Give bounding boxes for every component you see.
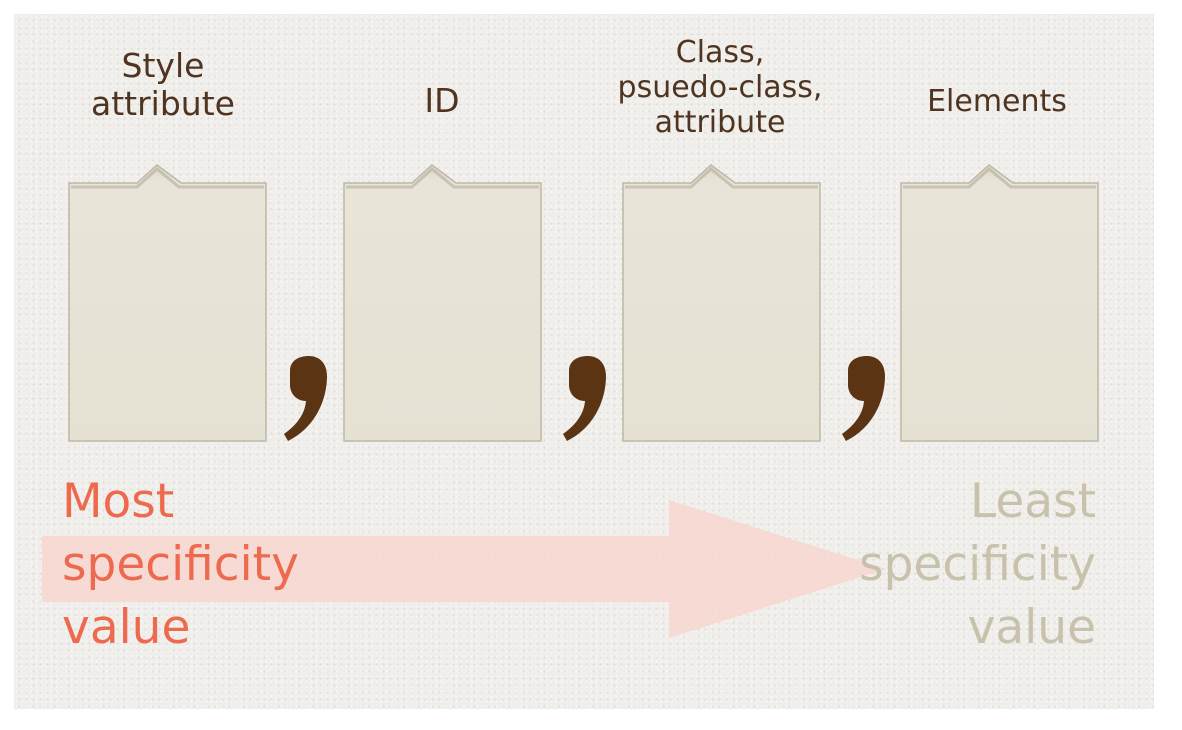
- comma-separator-3: [834, 349, 904, 459]
- column-label-elements: Elements: [927, 84, 1067, 119]
- specificity-diagram: Style attribute ID Class, psuedo-class, …: [14, 14, 1154, 709]
- comma-glyph: [563, 356, 606, 441]
- least-specificity-label: Least specificity value: [859, 474, 1096, 655]
- slot-class-pseudo-class-attribute: [615, 163, 837, 447]
- column-label-class-pseudo-class-attribute: Class, psuedo-class, attribute: [617, 35, 823, 140]
- direction-arrow: [42, 500, 886, 638]
- column-label-id: ID: [424, 81, 460, 120]
- comma-glyph: [842, 356, 885, 441]
- comma-separator-2: [555, 349, 625, 459]
- slot-elements: [893, 163, 1115, 447]
- slot-id: [336, 163, 558, 447]
- most-specificity-label: Most specificity value: [62, 474, 299, 655]
- slot-style-attribute: [61, 163, 283, 447]
- comma-glyph: [284, 356, 327, 441]
- column-label-style-attribute: Style attribute: [91, 46, 235, 123]
- comma-separator-1: [276, 349, 346, 459]
